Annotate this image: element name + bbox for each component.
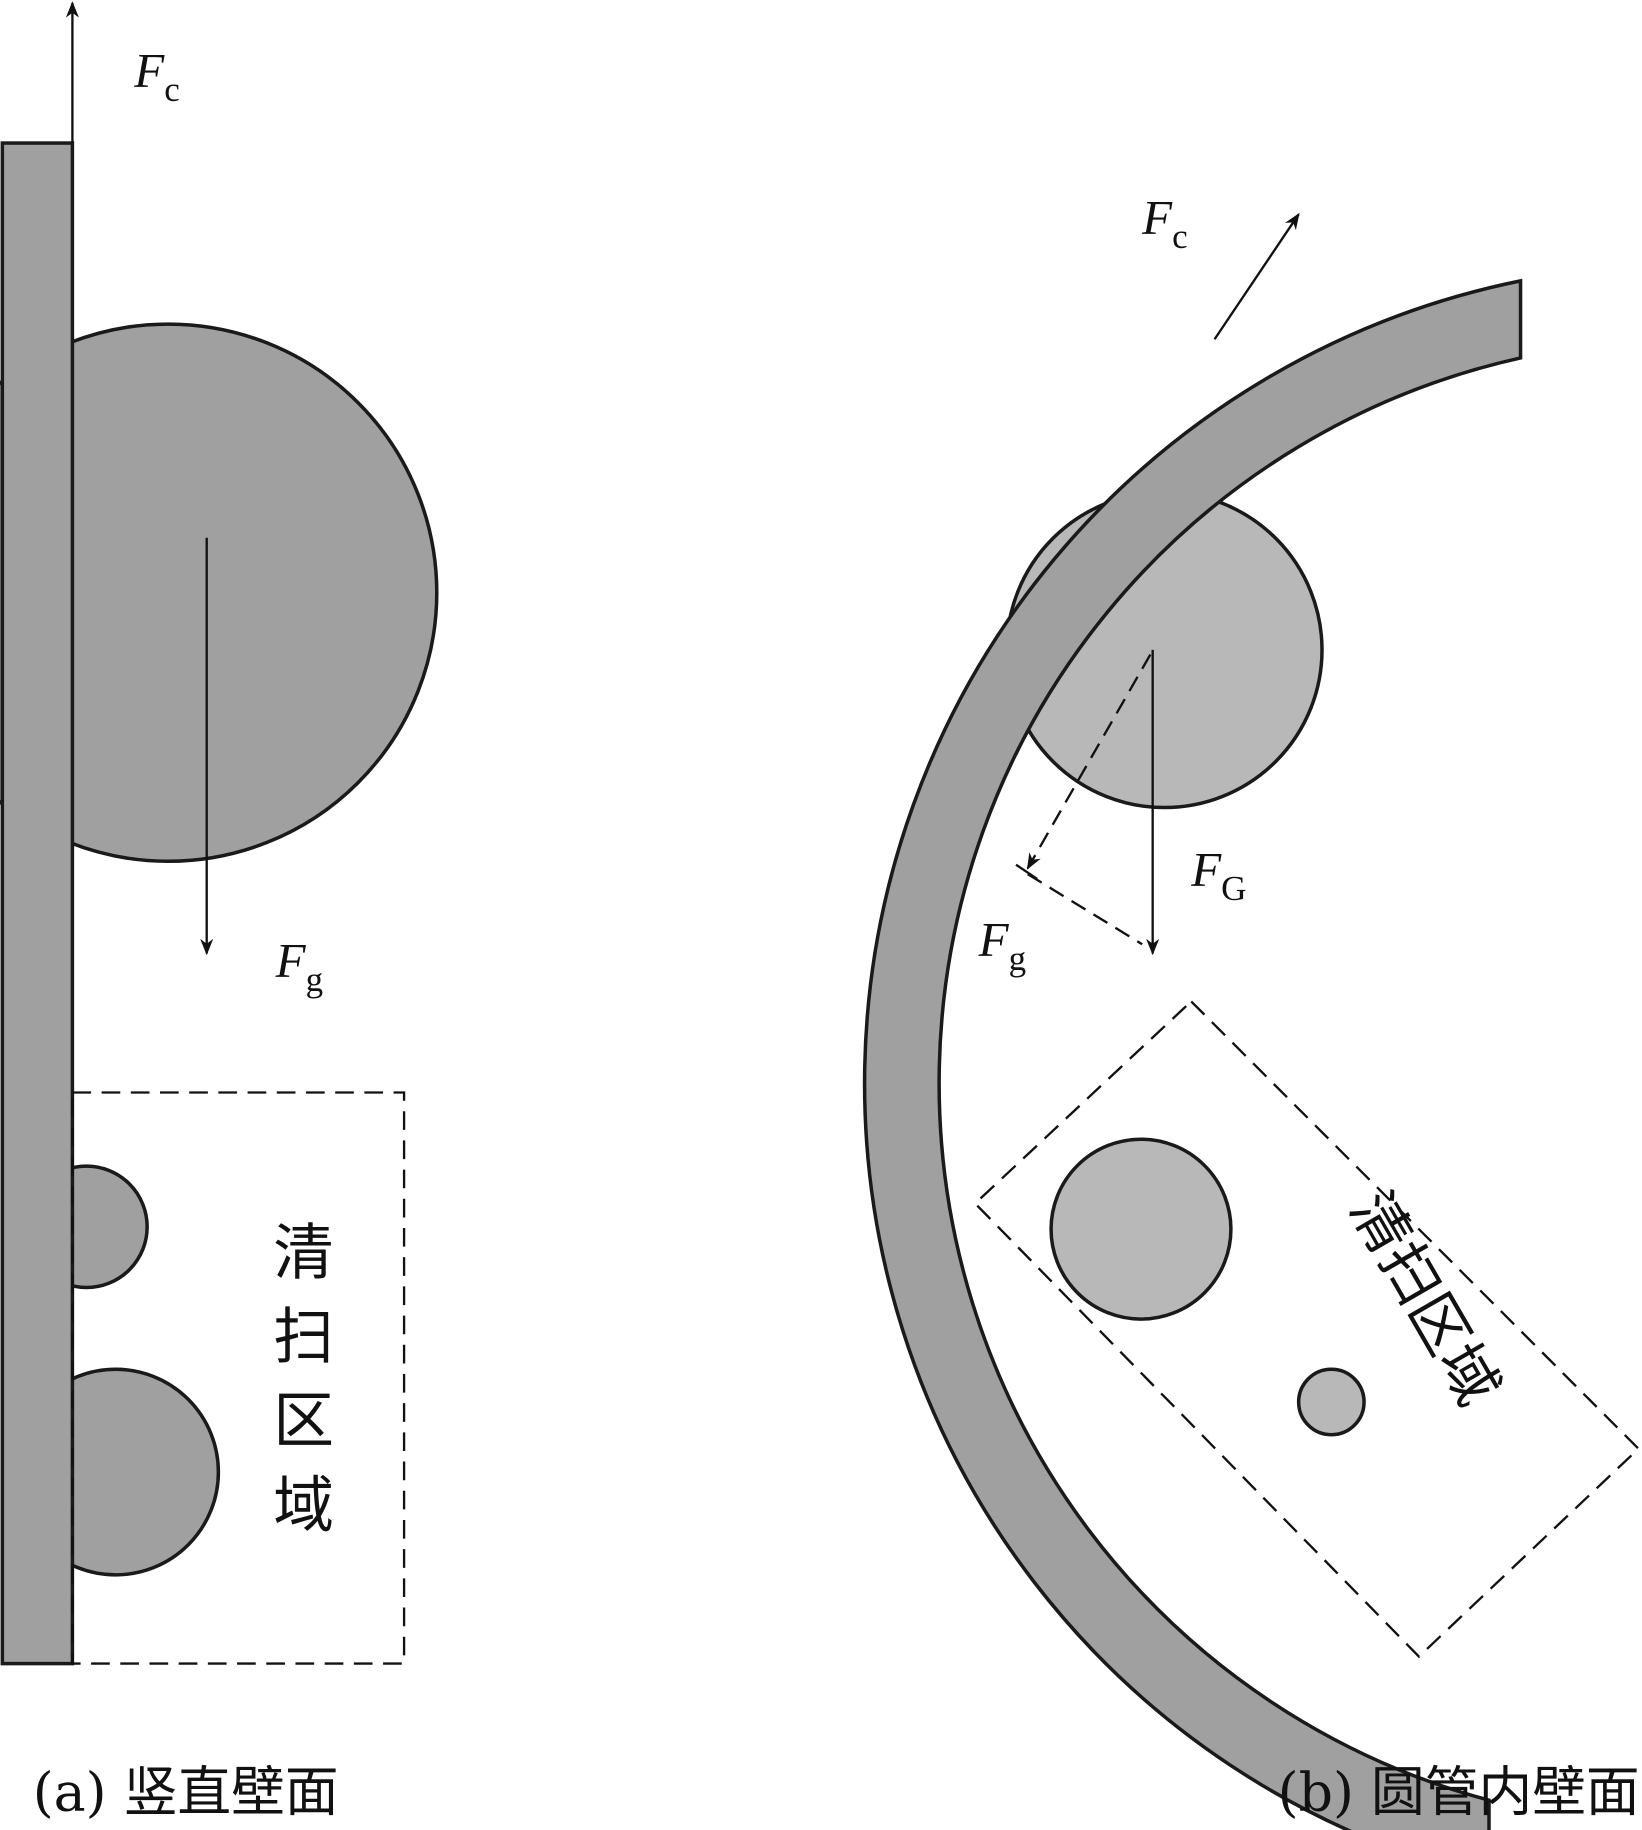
caption-a: (a) 竖直壁面 [33,1761,339,1824]
component-dashed-line [1027,873,1143,946]
region-char-2: 扫 [273,1303,334,1373]
caption-b: (b) 圆管内壁面 [1278,1761,1640,1824]
region-char-4: 域 [273,1471,334,1541]
region-char-3: 区 [273,1387,334,1457]
panel-a: Fc Fg 清 扫 区 域 (a) 竖直壁面 [0,1,439,1824]
panel-b: Fc FG Fg 清扫区域 (b) 圆管内壁面 [862,190,1641,1830]
large-particle [0,322,439,863]
force-c-label: Fc [133,43,180,109]
pipe-wall [862,278,1523,1830]
force-c-label: Fc [1141,190,1188,256]
small-particle [1296,1367,1366,1437]
cleaning-region-label: 清扫区域 [1337,1180,1513,1416]
component-arrow [1026,653,1152,870]
vertical-wall [0,141,75,1666]
medium-particle [1049,1137,1233,1321]
force-g-label: Fg [275,933,323,999]
force-g-label: Fg [978,912,1026,978]
region-char-1: 清 [273,1219,334,1289]
force-gravity-label: FG [1190,842,1246,908]
cleaning-region-box [71,1091,406,1665]
force-c-arrow [1213,212,1300,340]
cleaning-region-box [973,999,1641,1659]
